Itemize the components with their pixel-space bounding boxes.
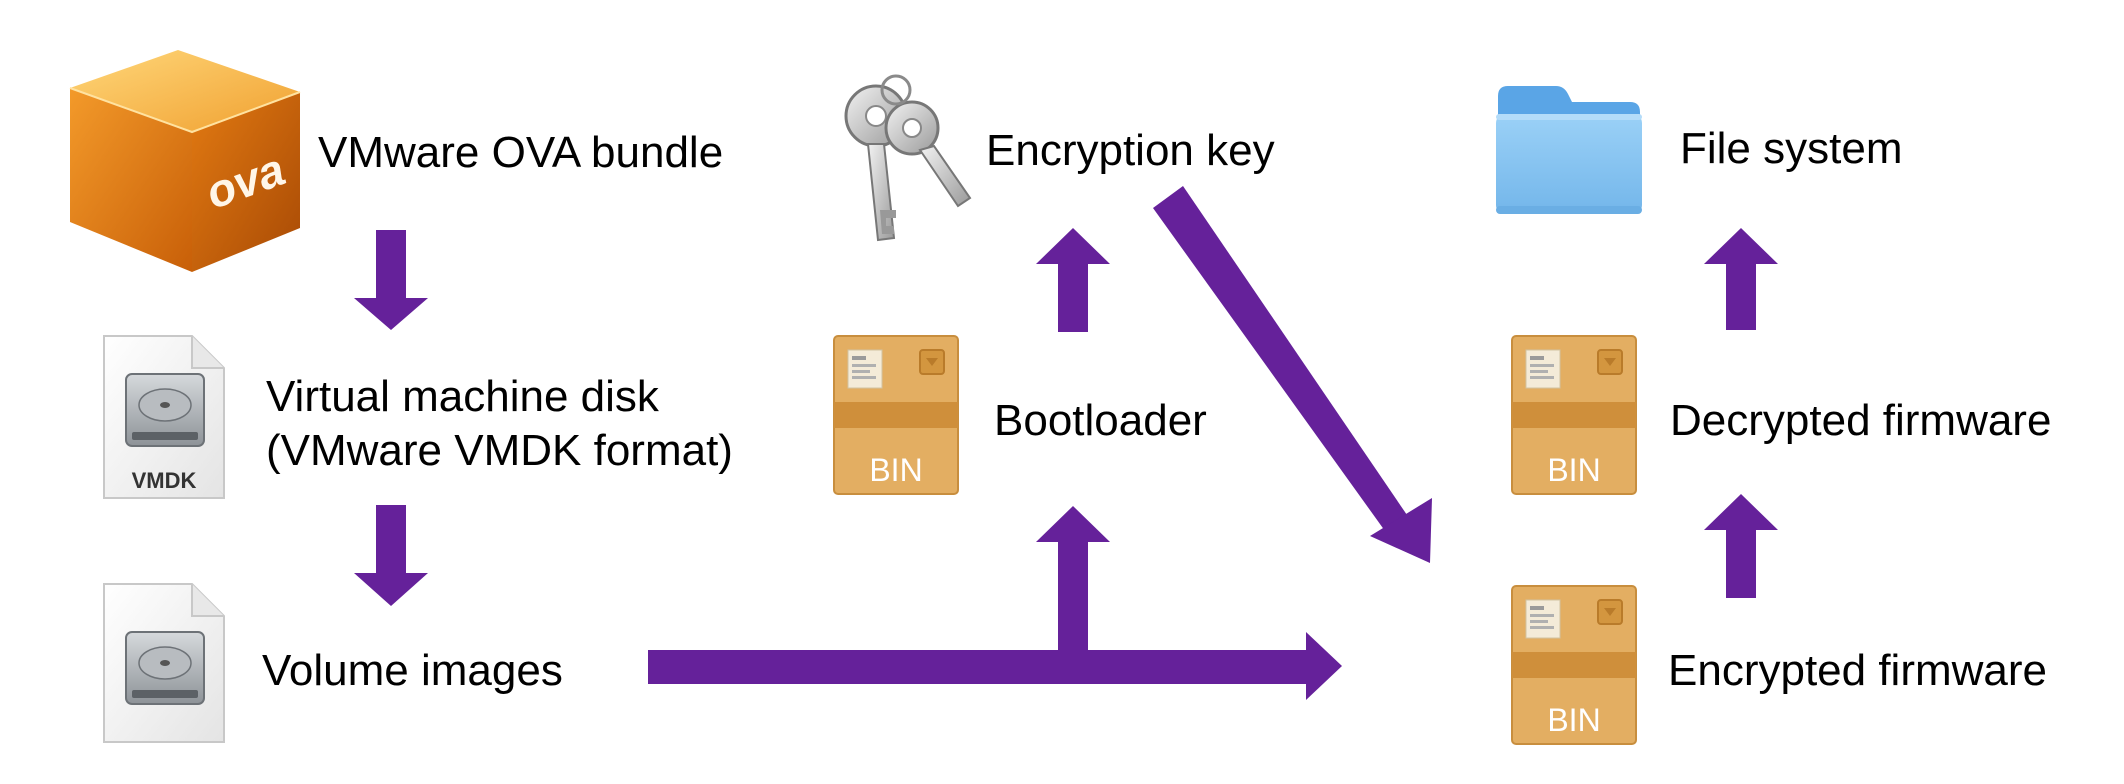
vmdk-label-line1: Virtual machine disk <box>266 372 659 421</box>
file-system-label: File system <box>1680 124 1903 173</box>
encryption-key-label: Encryption key <box>986 126 1275 175</box>
decrypted-firmware-label: Decrypted firmware <box>1670 396 2052 445</box>
encrypted-firmware-label: Encrypted firmware <box>1668 646 2048 695</box>
bootloader-bin-package-icon: BIN <box>833 335 959 495</box>
vmdk-icon-label: VMDK <box>132 468 197 493</box>
volume-disk-file-icon <box>103 583 225 743</box>
keys-icon <box>844 74 972 242</box>
vmdk-label-line2: (VMware VMDK format) <box>266 426 733 475</box>
encrypted-bin-label: BIN <box>1547 702 1600 738</box>
arrow-vmdk-to-volume <box>354 505 428 606</box>
arrow-bootloader-to-key <box>1036 228 1110 332</box>
bootloader-label: Bootloader <box>994 396 1207 445</box>
ova-bundle-label: VMware OVA bundle <box>318 128 724 177</box>
encrypted-bin-package-icon: BIN <box>1511 585 1637 745</box>
arrow-ova-to-vmdk <box>354 230 428 330</box>
folder-icon <box>1496 86 1642 214</box>
arrow-volume-to-encrypted <box>648 632 1342 700</box>
ova-box-icon: ova <box>69 50 301 272</box>
arrow-encrypted-to-decrypted <box>1704 494 1778 598</box>
vmdk-disk-file-icon: VMDK <box>103 335 225 499</box>
bootloader-bin-label: BIN <box>869 452 922 488</box>
decrypted-bin-label: BIN <box>1547 452 1600 488</box>
arrow-key-to-encrypted <box>1153 186 1432 563</box>
volume-images-label: Volume images <box>262 646 563 695</box>
decrypted-bin-package-icon: BIN <box>1511 335 1637 495</box>
arrow-decrypted-to-filesystem <box>1704 228 1778 330</box>
arrow-volume-to-bootloader <box>1036 506 1110 660</box>
